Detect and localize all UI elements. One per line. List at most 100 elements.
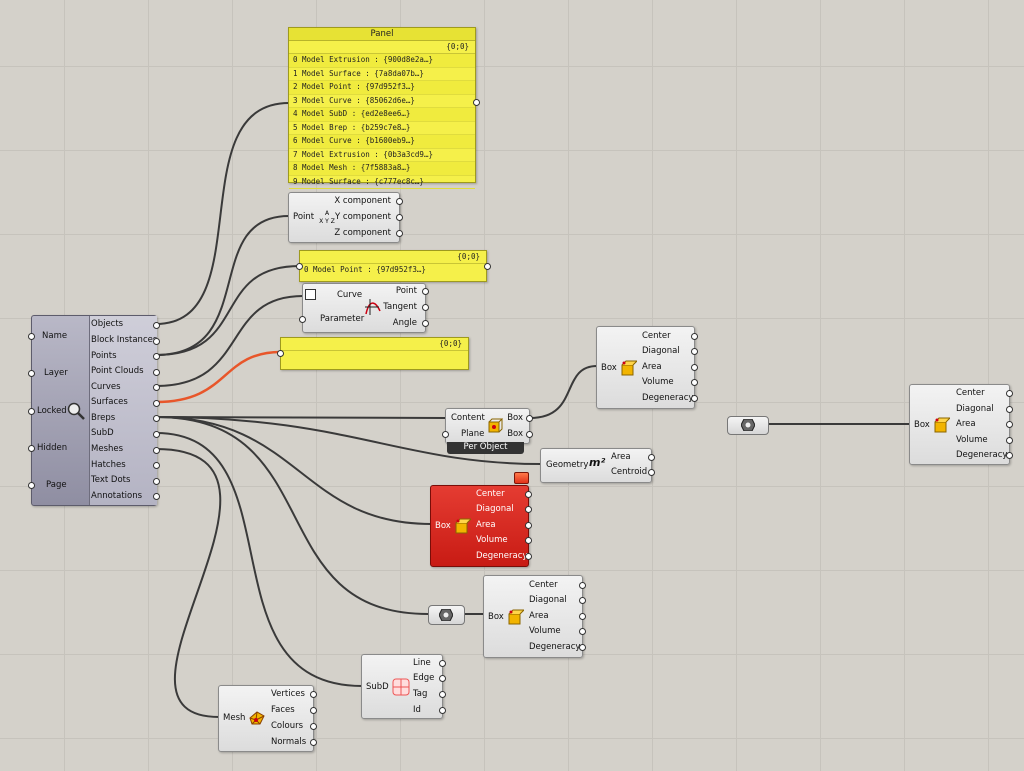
output-grip[interactable] (691, 333, 698, 340)
output-diagonal-label: Diagonal (476, 504, 514, 514)
output-grip[interactable] (579, 613, 586, 620)
output-grip[interactable] (579, 644, 586, 651)
output-grip[interactable] (153, 400, 160, 407)
output-block-instances-label: Block Instances (91, 335, 158, 345)
output-z-label: Z component (334, 228, 391, 238)
output-grip[interactable] (691, 364, 698, 371)
output-grip[interactable] (691, 395, 698, 402)
output-area-label: Area (956, 419, 976, 429)
output-grip[interactable] (525, 522, 532, 529)
output-grip[interactable] (579, 597, 586, 604)
output-grip[interactable] (310, 691, 317, 698)
output-grip[interactable] (579, 582, 586, 589)
output-degeneracy-label: Degeneracy (529, 642, 581, 652)
output-grip[interactable] (310, 739, 317, 746)
panel-row: 0 Model Point : {97d952f3…} (304, 265, 426, 274)
panel-path: {0;0} (300, 251, 486, 264)
error-balloon-icon[interactable] (514, 472, 529, 484)
output-box-label: Box (507, 429, 523, 439)
output-grip[interactable] (153, 493, 160, 500)
output-grip[interactable] (439, 707, 446, 714)
wire-surfaces-panel (155, 350, 282, 404)
output-grip[interactable] (439, 660, 446, 667)
output-list: Objects Block Instances Points Point Clo… (89, 316, 157, 505)
output-grip[interactable] (396, 214, 403, 221)
relay-component[interactable] (727, 416, 769, 435)
main-panel[interactable]: Panel {0;0} 0 Model Extrusion : {900d8e2… (288, 27, 480, 189)
input-curve-label: Curve (337, 290, 363, 300)
panel-input-grip[interactable] (277, 350, 284, 357)
output-grip[interactable] (526, 431, 533, 438)
panel-input-grip[interactable] (296, 263, 303, 270)
output-area-label: Area (611, 452, 631, 462)
output-grip[interactable] (526, 415, 533, 422)
deconstruct-mesh-component[interactable]: Mesh Vertices Faces Colours Normals (218, 685, 317, 752)
output-tangent-label: Tangent (383, 302, 417, 312)
deconstruct-point-component[interactable]: Point A X Y Z X component Y component Z … (288, 192, 403, 243)
output-grip[interactable] (439, 691, 446, 698)
output-grip[interactable] (153, 431, 160, 438)
input-grip[interactable] (28, 482, 35, 489)
output-grip[interactable] (579, 628, 586, 635)
box-properties-component[interactable]: Box Center Diagonal Area Volume Degenera… (596, 326, 698, 409)
input-grip[interactable] (299, 316, 306, 323)
output-grip[interactable] (422, 288, 429, 295)
output-grip[interactable] (525, 491, 532, 498)
evaluate-curve-component[interactable]: Curve Parameter Point Tangent Angle (299, 283, 429, 333)
output-grip[interactable] (310, 707, 317, 714)
output-text-dots-label: Text Dots (91, 475, 131, 485)
output-grip[interactable] (439, 675, 446, 682)
input-subd-label: SubD (366, 682, 389, 692)
empty-panel[interactable]: {0;0} (277, 337, 469, 370)
output-grip[interactable] (422, 304, 429, 311)
output-area-label: Area (529, 611, 549, 621)
output-grip[interactable] (1006, 437, 1013, 444)
output-grip[interactable] (1006, 390, 1013, 397)
output-grip[interactable] (525, 537, 532, 544)
output-grip[interactable] (153, 338, 160, 345)
output-grip[interactable] (1006, 421, 1013, 428)
output-grip[interactable] (310, 723, 317, 730)
output-grip[interactable] (648, 454, 655, 461)
input-page-label: Page (46, 480, 67, 490)
output-grip[interactable] (153, 415, 160, 422)
query-model-objects-component[interactable]: Name Layer Locked Hidden Page Objects Bl… (28, 315, 160, 506)
output-grip[interactable] (396, 198, 403, 205)
input-grip[interactable] (28, 445, 35, 452)
output-hatches-label: Hatches (91, 460, 126, 470)
box-properties-component[interactable]: Box Center Diagonal Area Volume Degenera… (483, 575, 586, 658)
output-grip[interactable] (153, 462, 160, 469)
output-grip[interactable] (153, 384, 160, 391)
input-grip[interactable] (28, 370, 35, 377)
output-grip[interactable] (153, 322, 160, 329)
box-properties-error-component[interactable]: Box Center Diagonal Area Volume Degenera… (430, 485, 532, 567)
output-grip[interactable] (691, 348, 698, 355)
output-grip[interactable] (153, 369, 160, 376)
input-geometry-label: Geometry (546, 460, 589, 470)
subd-edges-component[interactable]: SubD Line Edge Tag Id (361, 654, 446, 719)
bounding-box-component[interactable]: Content Plane Box Box (442, 408, 533, 444)
box-properties-component[interactable]: Box Center Diagonal Area Volume Degenera… (909, 384, 1013, 465)
input-grip[interactable] (442, 431, 449, 438)
output-grip[interactable] (1006, 452, 1013, 459)
output-grip[interactable] (691, 379, 698, 386)
output-grip[interactable] (525, 553, 532, 560)
input-grip[interactable] (28, 408, 35, 415)
output-grip[interactable] (422, 320, 429, 327)
panel-output-grip[interactable] (484, 263, 491, 270)
output-grip[interactable] (648, 469, 655, 476)
relay-component[interactable] (428, 605, 465, 625)
output-grip[interactable] (153, 478, 160, 485)
area-component[interactable]: Geometry m² Area Centroid (540, 448, 655, 483)
output-grip[interactable] (396, 230, 403, 237)
output-grip[interactable] (1006, 406, 1013, 413)
input-plane-label: Plane (461, 429, 485, 439)
output-grip[interactable] (525, 506, 532, 513)
output-grip[interactable] (153, 353, 160, 360)
point-panel[interactable]: {0;0} 0 Model Point : {97d952f3…} (296, 250, 491, 282)
input-grip[interactable] (28, 333, 35, 340)
output-grip[interactable] (153, 447, 160, 454)
panel-output-grip[interactable] (473, 99, 480, 106)
panel-title: Panel (289, 28, 475, 41)
